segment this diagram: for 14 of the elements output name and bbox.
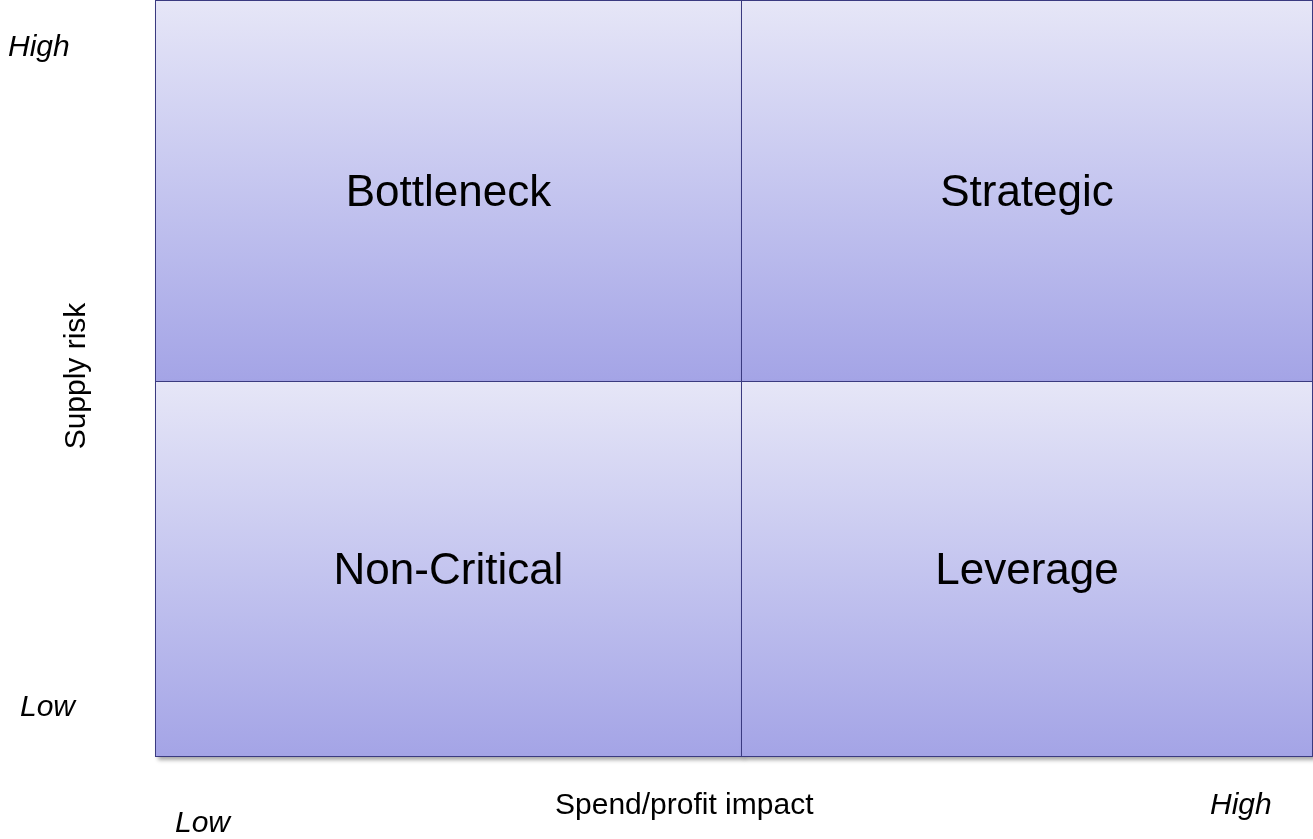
axis-title: Supply risk — [57, 301, 92, 452]
quadrant-box — [155, 381, 742, 757]
quadrant-box — [741, 381, 1313, 757]
axis-level-label: Low — [175, 804, 231, 839]
quadrant-label: Leverage — [935, 547, 1119, 591]
axis-title: Spend/profit impact — [555, 786, 814, 822]
quadrant-label: Strategic — [940, 169, 1114, 213]
quadrant-box — [741, 0, 1313, 382]
axis-level-label: High — [8, 28, 70, 64]
quadrant-label: Non-Critical — [333, 547, 564, 591]
axis-level-label: Low — [20, 688, 76, 724]
quadrant-box — [155, 0, 742, 382]
axis-level-label: High — [1210, 786, 1272, 822]
quadrant-label: Bottleneck — [345, 169, 552, 213]
